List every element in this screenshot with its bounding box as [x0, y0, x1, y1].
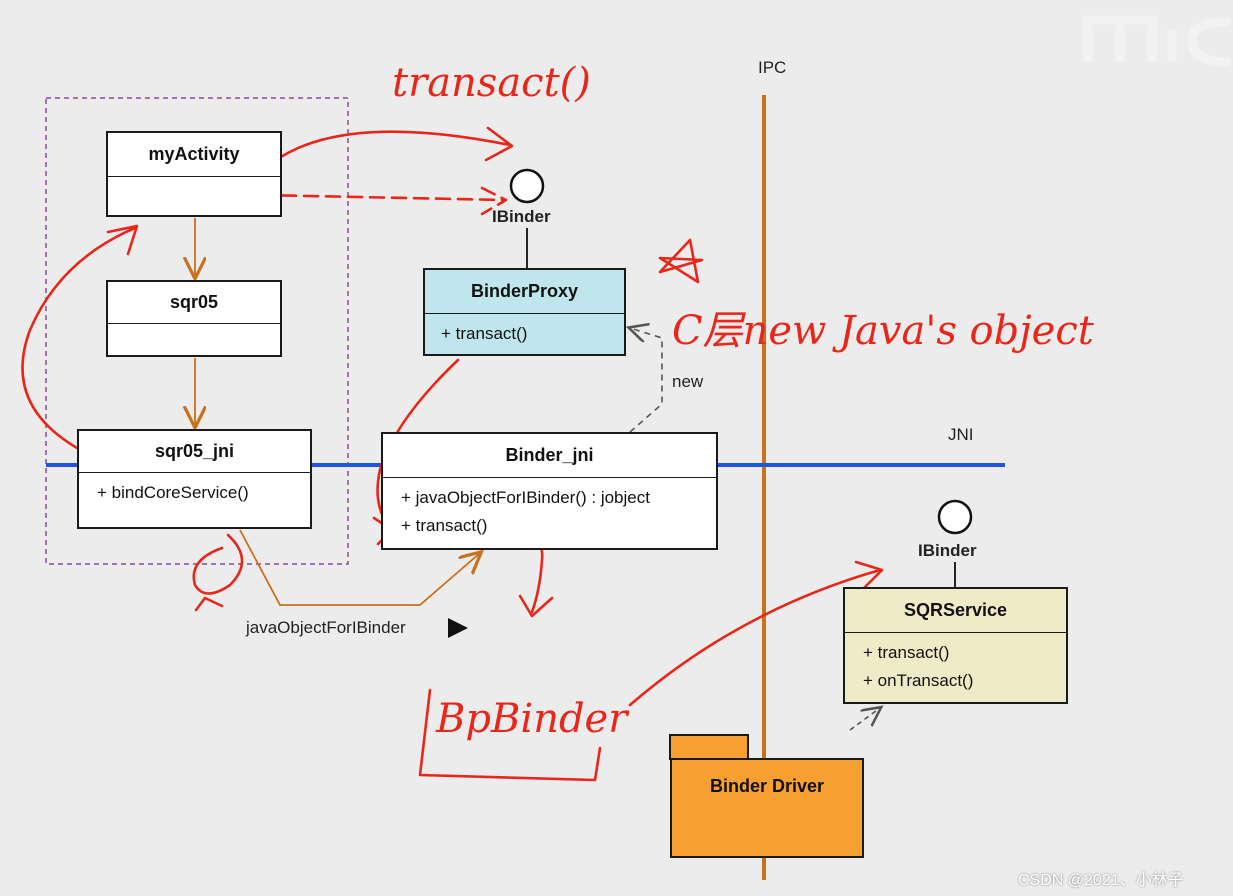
ipc-label: IPC	[758, 58, 787, 77]
class-sqr05-jni-title: sqr05_jni	[79, 431, 310, 473]
ink-text-new-java-object: C层new Java's object	[672, 308, 1094, 354]
binderproxy-op-transact: + transact()	[441, 324, 528, 343]
binder-driver-folder-tab	[669, 734, 749, 760]
class-sqrservice-title: SQRService	[845, 589, 1066, 633]
ink-star	[658, 238, 704, 284]
jni-label: JNI	[948, 425, 974, 444]
class-binderproxy: BinderProxy + transact()	[423, 268, 626, 356]
class-sqr05-title: sqr05	[108, 282, 280, 324]
binder-jni-op-transact: + transact()	[401, 516, 488, 535]
class-myactivity: myActivity	[106, 131, 282, 217]
ink-swirl	[192, 533, 244, 612]
new-label: new	[672, 372, 704, 391]
sqr05-jni-op-bindcoreservice: + bindCoreService()	[97, 483, 249, 502]
binder-jni-op-javaobject: + javaObjectForIBinder() : jobject	[401, 488, 650, 507]
ibinder-interface-right-icon	[937, 499, 973, 535]
ink-arrow-to-sqrservice	[628, 560, 884, 707]
class-binder-jni-title: Binder_jni	[383, 434, 716, 478]
class-myactivity-title: myActivity	[108, 133, 280, 177]
driver-to-service-dashed-arrow	[849, 708, 880, 731]
ibinder-interface-top-icon	[509, 168, 545, 204]
ibinder-top-label: IBinder	[492, 207, 551, 226]
class-sqrservice: SQRService + transact() + onTransact()	[843, 587, 1068, 704]
ink-bpbinder-bracket	[418, 688, 602, 782]
ibinder-right-label: IBinder	[918, 541, 977, 560]
ink-text-bpbinder: BpBinder	[436, 696, 628, 742]
javaobject-link-label: javaObjectForIBinder	[246, 618, 406, 637]
package-binder-driver: Binder Driver	[670, 758, 864, 858]
ink-text-transact: transact()	[392, 60, 591, 106]
logo-watermark-graphic	[1083, 15, 1231, 67]
class-sqr05-jni: sqr05_jni + bindCoreService()	[77, 429, 312, 529]
call-arrow-javaobject	[239, 529, 480, 606]
sqrservice-op-transact: + transact()	[863, 643, 950, 662]
new-dashed-arrow	[630, 328, 663, 433]
sqrservice-op-ontransact: + onTransact()	[863, 671, 974, 690]
class-sqr05: sqr05	[106, 280, 282, 357]
ink-arrow-to-transact	[248, 126, 514, 187]
csdn-watermark: CSDN @2021、小林子	[1018, 872, 1184, 889]
ink-curve-left	[21, 224, 139, 457]
direction-triangle-icon	[448, 618, 468, 638]
class-binder-jni: Binder_jni + javaObjectForIBinder() : jo…	[381, 432, 718, 550]
ink-dashed-arrow-to-ibinder	[258, 186, 508, 216]
class-binderproxy-title: BinderProxy	[425, 270, 624, 314]
package-binder-driver-title: Binder Driver	[709, 776, 825, 796]
